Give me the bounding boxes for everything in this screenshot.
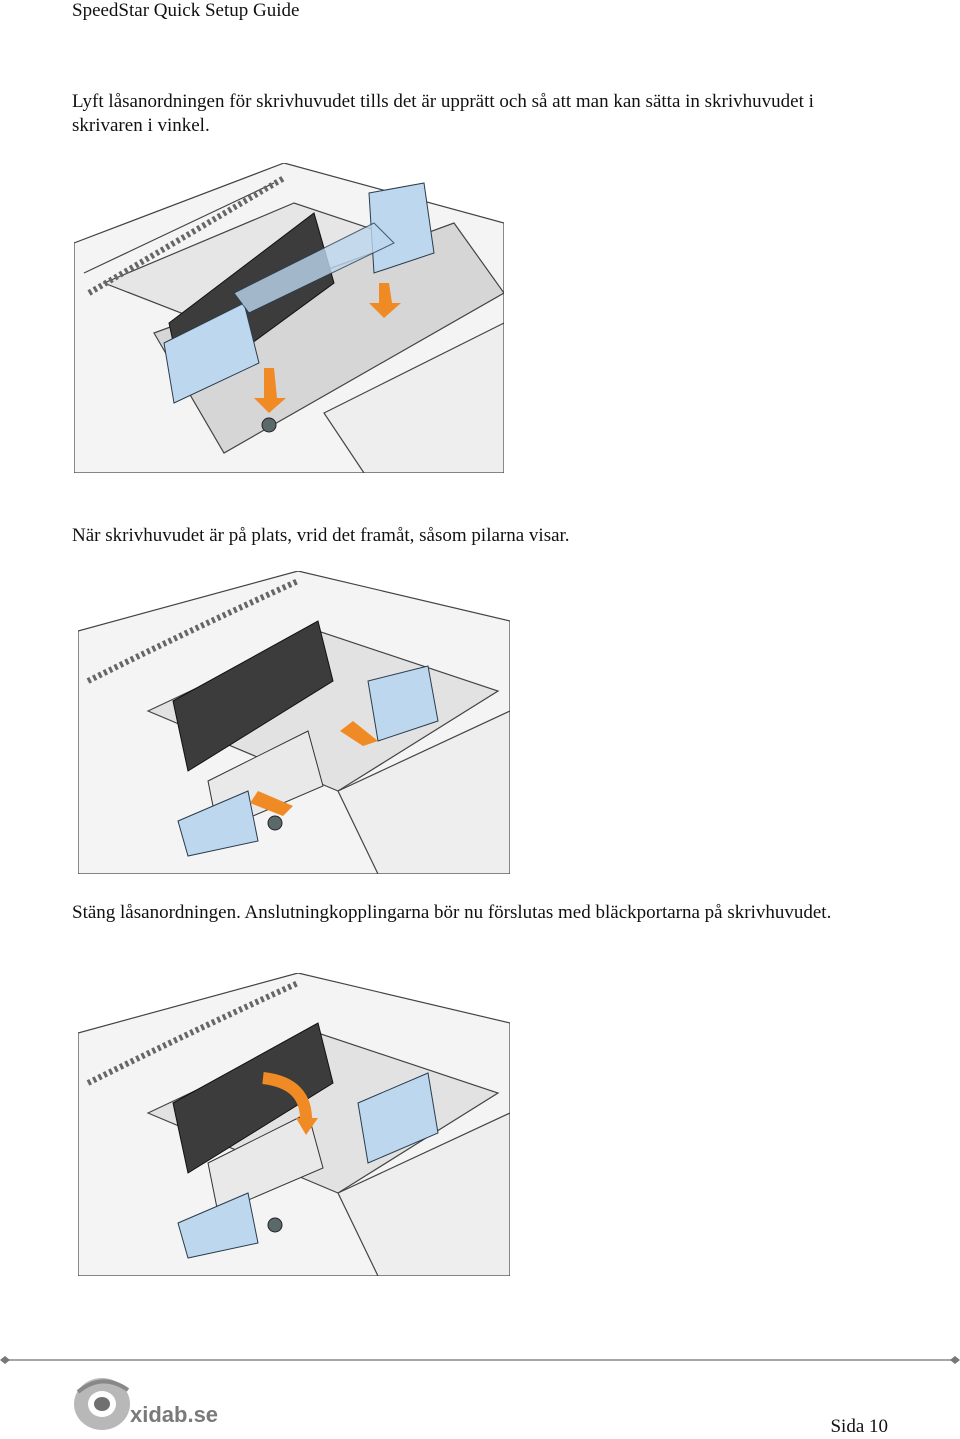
- printhead-upright-figure: [74, 163, 504, 473]
- footer-divider: [0, 1356, 960, 1364]
- logo-text: xidab.se: [130, 1402, 219, 1427]
- instruction-paragraph-2: När skrivhuvudet är på plats, vrid det f…: [72, 525, 570, 546]
- instruction-paragraph-1: Lyft låsanordningen för skrivhuvudet til…: [72, 91, 814, 136]
- latch-closed-figure: [78, 973, 510, 1276]
- xidab-logo-mark-icon: [74, 1378, 130, 1430]
- page-number: Sida 10: [830, 1416, 888, 1437]
- xidab-logo: xidab.se: [72, 1372, 222, 1434]
- document-header: SpeedStar Quick Setup Guide: [72, 0, 300, 21]
- instruction-paragraph-3: Stäng låsanordningen. Anslutningkoppling…: [72, 902, 832, 923]
- printhead-rotate-figure: [78, 571, 510, 874]
